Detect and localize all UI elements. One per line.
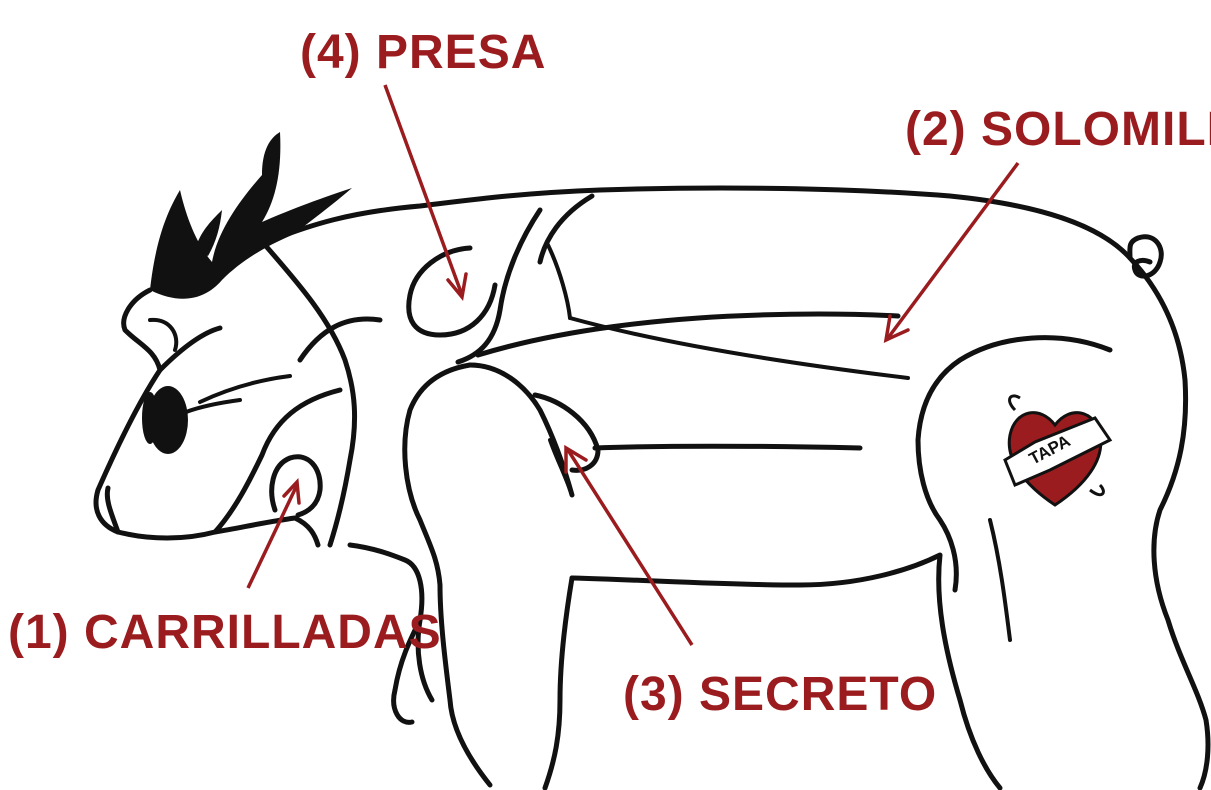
presa-region bbox=[409, 248, 495, 335]
label-carrilladas: (1) CARRILLADAS bbox=[8, 606, 442, 659]
cut-labels: (4) PRESA (2) SOLOMILLO (3) SECRETO (1) … bbox=[8, 26, 1211, 721]
pig-sunglasses bbox=[142, 386, 240, 454]
rear-leg-line bbox=[990, 520, 1010, 640]
pig-tail bbox=[1130, 237, 1161, 276]
shoulder-line-3 bbox=[548, 245, 570, 318]
shoulder-line bbox=[458, 210, 540, 362]
pig-jaw bbox=[265, 245, 355, 545]
label-solomillo: (2) SOLOMILLO bbox=[905, 103, 1211, 156]
pig-brow bbox=[200, 376, 290, 402]
label-presa: (4) PRESA bbox=[300, 26, 546, 79]
middle-leg bbox=[545, 578, 572, 788]
arrow-presa bbox=[385, 85, 462, 295]
belly-line bbox=[595, 446, 860, 448]
shoulder-line-2 bbox=[540, 196, 592, 262]
label-secreto: (3) SECRETO bbox=[623, 668, 937, 721]
pointer-arrows bbox=[248, 85, 1018, 645]
pig-ear-fold bbox=[150, 320, 176, 350]
pig-chin bbox=[215, 390, 340, 532]
tapa-heart-logo: TAPA bbox=[1005, 396, 1110, 505]
loin-line bbox=[478, 314, 898, 355]
arrow-solomillo bbox=[888, 163, 1018, 338]
front-leg-2 bbox=[470, 365, 572, 495]
pig-ears bbox=[150, 132, 352, 299]
arrow-secreto bbox=[568, 450, 692, 645]
